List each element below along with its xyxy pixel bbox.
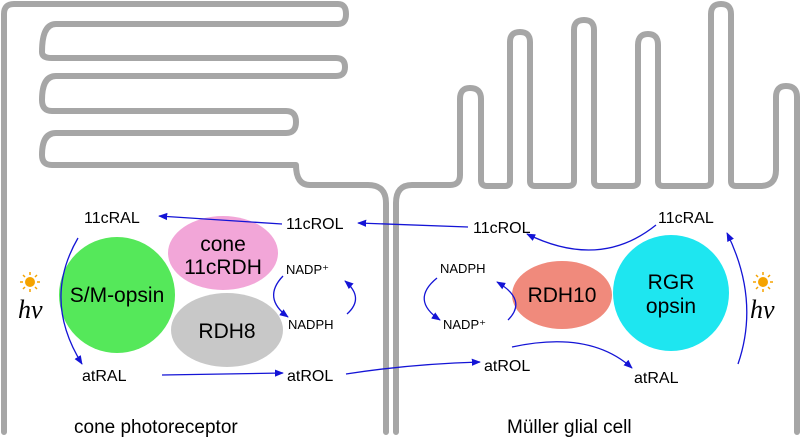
- muller-atral-label: atRAL: [634, 370, 679, 387]
- arrow-11cral-to-11crol: [526, 224, 657, 251]
- cone-11crdh-ellipse: [168, 216, 278, 290]
- arrow-atrol-to-atral: [511, 341, 633, 369]
- rdh10-label: RDH10: [528, 284, 597, 307]
- sm-opsin-label: S/M-opsin: [70, 284, 165, 307]
- arrow-nadph-to-nadp-muller: [423, 277, 441, 321]
- muller-nadp-label: NADP⁺: [443, 317, 486, 332]
- muller-atrol-label: atROL: [484, 358, 530, 375]
- muller-membrane: [393, 1, 800, 435]
- cone-11crdh-label-line2: 11cRDH: [184, 256, 262, 279]
- arrow-atral-to-atrol: [161, 369, 284, 377]
- arrow-11cral-to-atral: [60, 237, 83, 365]
- cone-11cral-label: 11cRAL: [84, 210, 140, 227]
- cone-11crol-label: 11cROL: [286, 216, 344, 233]
- arrow-nadp-to-nadph-cone: [273, 275, 289, 318]
- cone-caption: cone photoreceptor: [74, 417, 238, 438]
- sun-icon: [753, 272, 773, 292]
- cone-atral-label: atRAL: [82, 368, 127, 385]
- muller-caption: Müller glial cell: [507, 417, 632, 438]
- arrow-11crol-to-cone: [357, 219, 469, 228]
- arrow-nadph-to-nadp-cone: [344, 280, 357, 315]
- cone-hv-label: hv: [18, 295, 43, 324]
- sm-opsin-circle: [59, 237, 175, 353]
- muller-11crol-label: 11cROL: [473, 220, 531, 237]
- cone-11crdh-label-line1: cone: [200, 233, 246, 256]
- cone-nadph-label: NADPH: [288, 317, 334, 332]
- rdh8-ellipse: [171, 293, 283, 367]
- rdh10-ellipse: [512, 261, 612, 329]
- cone-atrol-label: atROL: [287, 368, 333, 385]
- muller-nadph-label: NADPH: [440, 261, 486, 276]
- rgr-opsin-label-line1: RGR: [648, 271, 695, 294]
- arrow-atral-to-11cral: [726, 232, 748, 365]
- cone-nadp-label: NADP⁺: [286, 262, 329, 277]
- rdh8-label: RDH8: [198, 320, 255, 343]
- rgr-opsin-label-line2: opsin: [646, 295, 696, 318]
- arrow-atrol-to-muller: [345, 358, 481, 375]
- muller-11cral-label: 11cRAL: [658, 210, 714, 227]
- rgr-opsin-circle: [613, 235, 729, 351]
- arrow-11crol-to-11cral: [158, 212, 283, 225]
- sun-icon: [20, 272, 40, 292]
- muller-hv-label: hv: [750, 295, 775, 324]
- cone-membrane: [1, 1, 389, 435]
- arrow-nadp-to-nadph-muller: [496, 281, 517, 321]
